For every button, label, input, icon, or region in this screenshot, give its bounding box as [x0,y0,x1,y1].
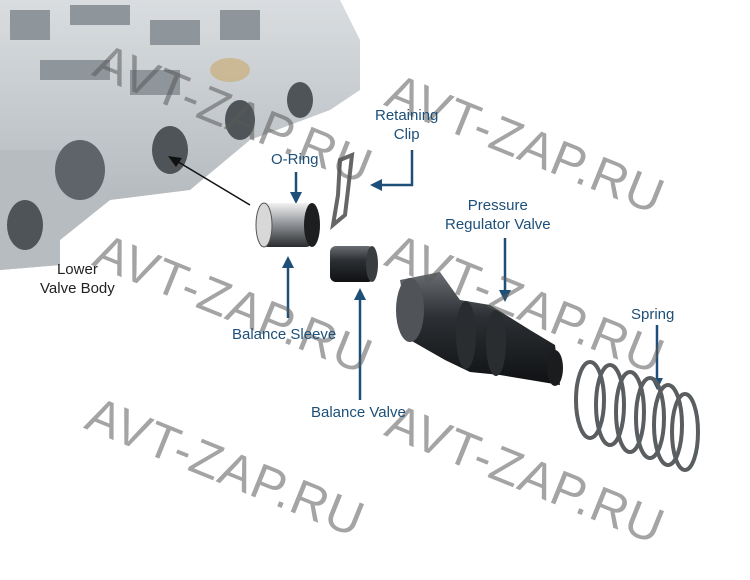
label-line: Clip [393,126,420,143]
spring [574,360,700,472]
label-line: Pressure [467,197,528,214]
pressure-regulator-valve [396,272,563,386]
label-line: Lower [56,261,98,278]
label-lower-valve-body: Lower Valve Body [40,260,115,298]
label-balance-valve: Balance Valve [311,404,406,421]
label-retaining-clip: Retaining Clip [375,106,438,144]
balance-sleeve [255,202,320,248]
lower-valve-body [0,0,360,270]
label-line: Retaining [375,107,439,124]
retaining-clip [330,151,355,230]
label-line: Regulator Valve [445,216,551,233]
label-line: Valve Body [40,280,115,297]
label-o-ring: O-Ring [271,151,319,168]
callout-arrows [168,150,663,400]
label-pressure-regulator-valve: Pressure Regulator Valve [445,196,551,234]
label-spring: Spring [631,306,675,323]
balance-valve [330,246,378,282]
label-balance-sleeve: Balance Sleeve [232,326,337,343]
